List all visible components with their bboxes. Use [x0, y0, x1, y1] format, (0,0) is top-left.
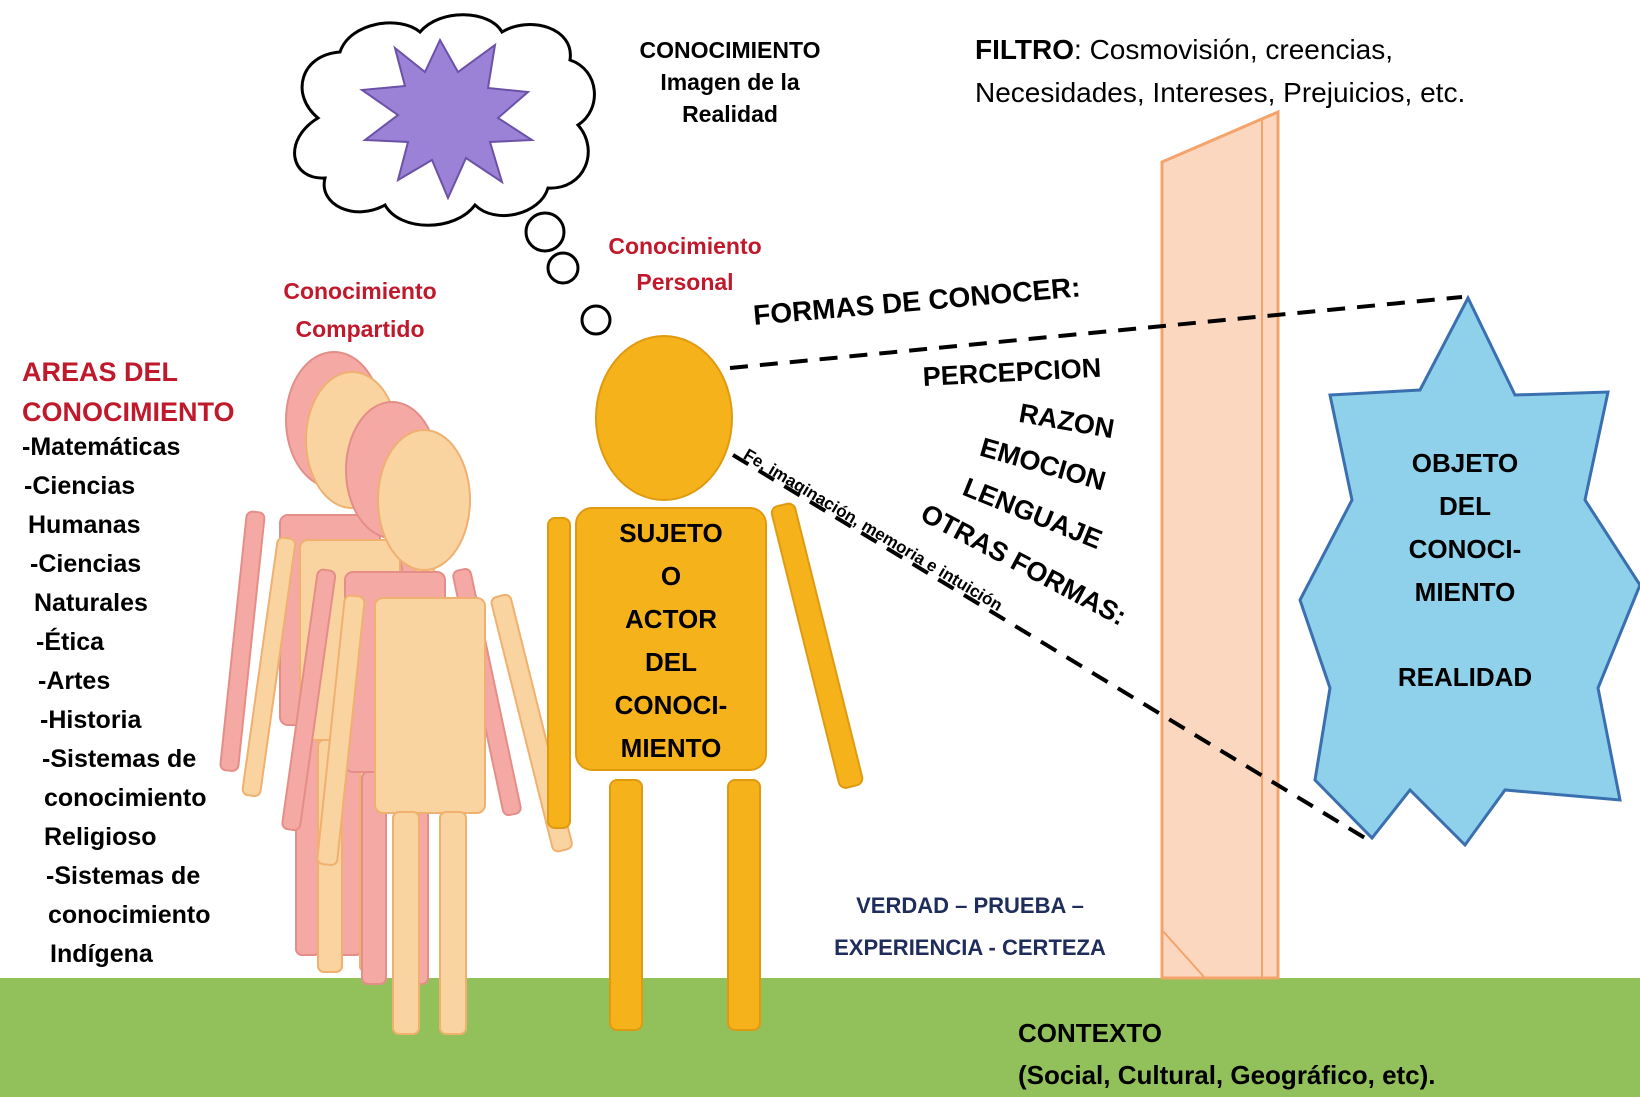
subject-line6: MIENTO: [620, 733, 722, 763]
area-item: -Ciencias: [30, 550, 142, 578]
context-label: CONTEXTO (Social, Cultural, Geográfico, …: [1018, 1012, 1436, 1096]
area-item: -Ciencias: [24, 472, 136, 500]
area-item: Indígena: [50, 940, 153, 968]
subject-line2: O: [660, 561, 682, 591]
area-item: -Historia: [40, 706, 142, 734]
dashed-line-bottom: [731, 453, 1367, 840]
area-item: Naturales: [34, 589, 148, 617]
personal-knowledge-label: Conocimiento Personal: [575, 228, 795, 300]
subject-figure: [547, 335, 864, 1031]
areas-title: AREAS DEL CONOCIMIENTO: [22, 352, 235, 432]
filter-line1: : Cosmovisión, creencias,: [1074, 34, 1394, 65]
areas-title-line2: CONOCIMIENTO: [22, 397, 235, 427]
truth-line2: EXPERIENCIA - CERTEZA: [834, 935, 1106, 960]
subject-line1: SUJETO: [619, 518, 723, 548]
areas-title-line1: AREAS DEL: [22, 357, 179, 387]
truth-line1: VERDAD – PRUEBA –: [856, 893, 1084, 918]
knowledge-title: CONOCIMIENTO: [639, 37, 821, 63]
object-line2: DEL: [1439, 491, 1491, 521]
area-item: -Ética: [36, 628, 105, 656]
shared-figure-4: [316, 429, 573, 1035]
context-line2: (Social, Cultural, Geográfico, etc).: [1018, 1060, 1436, 1090]
object-line5: REALIDAD: [1397, 662, 1533, 692]
area-item: conocimiento: [48, 901, 211, 929]
shared-line2: Compartido: [295, 316, 425, 342]
subject-line5: CONOCI-: [614, 690, 728, 720]
shared-knowledge-label: Conocimiento Compartido: [250, 272, 470, 348]
context-ground: [0, 978, 1640, 1097]
filter-title: FILTRO: [975, 34, 1075, 65]
areas-list: -Matemáticas -Ciencias Humanas -Ciencias…: [22, 428, 211, 974]
area-item: Humanas: [28, 511, 141, 539]
truth-label: VERDAD – PRUEBA – EXPERIENCIA - CERTEZA: [790, 885, 1150, 969]
filter-panel: [1160, 109, 1280, 980]
area-item: -Artes: [38, 667, 111, 695]
area-item: -Sistemas de: [42, 745, 197, 773]
area-item: Religioso: [44, 823, 157, 851]
knowledge-line2: Imagen de la: [660, 69, 800, 95]
subject-label: SUJETO O ACTOR DEL CONOCI- MIENTO: [576, 512, 766, 770]
knowledge-burst: [359, 37, 536, 201]
object-line3: CONOCI-: [1408, 534, 1522, 564]
knowledge-image-label: CONOCIMIENTO Imagen de la Realidad: [600, 34, 860, 130]
area-item: conocimiento: [44, 784, 207, 812]
object-line4: MIENTO: [1414, 577, 1516, 607]
area-item: -Matemáticas: [22, 433, 181, 461]
object-of-knowledge-shape: [1298, 294, 1640, 848]
area-item: -Sistemas de: [46, 862, 201, 890]
personal-line1: Conocimiento: [608, 233, 762, 259]
thought-cloud: [293, 13, 612, 336]
context-line1: CONTEXTO: [1018, 1018, 1162, 1048]
dashed-line-top: [729, 295, 1463, 370]
subject-line4: DEL: [645, 647, 697, 677]
object-line1: OBJETO: [1411, 448, 1519, 478]
subject-line3: ACTOR: [625, 604, 717, 634]
personal-line2: Personal: [636, 269, 734, 295]
knowledge-line3: Realidad: [682, 101, 778, 127]
filter-label: FILTRO: Cosmovisión, creencias, Necesida…: [975, 28, 1465, 114]
filter-line2: Necesidades, Intereses, Prejuicios, etc.: [975, 77, 1466, 108]
object-label: OBJETO DEL CONOCI- MIENTO REALIDAD: [1345, 442, 1585, 699]
shared-line1: Conocimiento: [283, 278, 437, 304]
